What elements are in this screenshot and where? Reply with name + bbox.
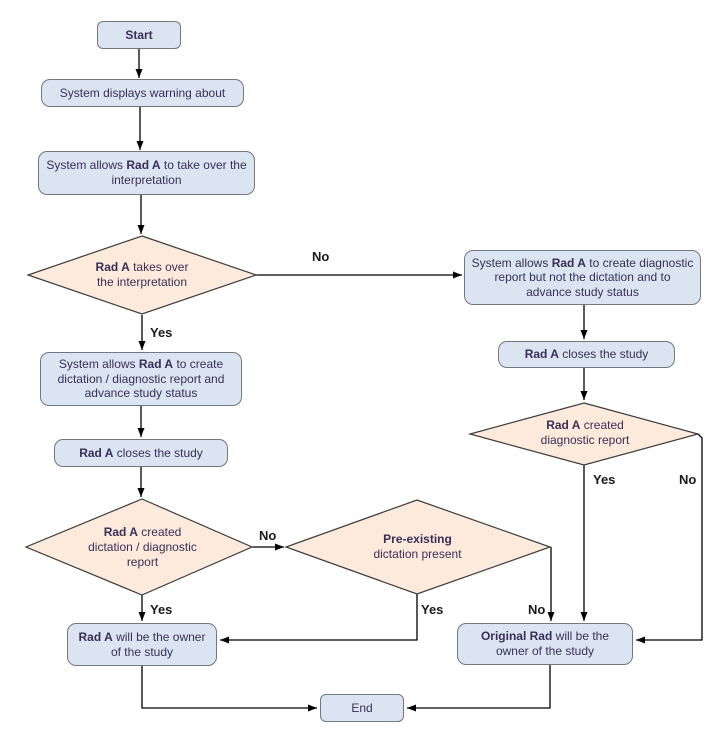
decision-rad-a-takes-over-text: Rad A takes over the interpretation [95, 260, 189, 289]
edge-rada-owner-to-end [141, 666, 317, 712]
node-warning-label: System displays warning about [59, 85, 226, 100]
edge-label-created-right-yes: Yes [593, 472, 616, 487]
node-rada-owner: Rad A will be the owner of the study [67, 623, 217, 666]
node-end: End [320, 694, 404, 722]
node-rada-owner-label: Rad A will be the owner of the study [78, 629, 206, 659]
edge-label-preexisting-no: No [528, 602, 546, 617]
edge-label-takeover-no: No [312, 249, 330, 264]
edge-label-takeover-yes: Yes [150, 325, 173, 340]
edge-label-created-right-no: No [679, 472, 697, 487]
node-original-owner-label: Original Rad will be the owner of the st… [480, 629, 610, 658]
node-create-report-only-label: System allows Rad A to create diagnostic… [471, 255, 694, 299]
edge-created-right-no-to-original-owner [636, 433, 703, 644]
edge-label-created-left-no: No [259, 528, 277, 543]
decision-created-report-shape [467, 402, 701, 466]
edge-original-owner-to-end [407, 665, 551, 712]
decision-created-dictation-text: Rad A created dictation / diagnostic rep… [88, 524, 197, 569]
edge-label-preexisting-yes: Yes [421, 602, 444, 617]
decision-preexisting-dictation-shape [284, 499, 552, 595]
node-create-dictation-report: System allows Rad A to create dictation … [40, 352, 242, 406]
node-original-owner: Original Rad will be the owner of the st… [457, 623, 633, 665]
node-close-left: Rad A closes the study [54, 439, 228, 467]
node-create-dictation-report-label: System allows Rad A to create dictation … [57, 357, 225, 401]
node-create-report-only: System allows Rad A to create diagnostic… [464, 250, 701, 305]
decision-created-report-text: Rad A created diagnostic report [540, 418, 630, 447]
node-start: Start [97, 21, 181, 49]
decision-created-dictation-shape [24, 498, 254, 596]
node-takeover-allow: System allows Rad A to take over the int… [38, 151, 255, 195]
node-close-left-label: Rad A closes the study [79, 445, 203, 460]
node-warning: System displays warning about [41, 79, 244, 107]
edge-preexisting-yes-to-rada-owner [220, 594, 418, 644]
node-start-label: Start [125, 27, 153, 42]
node-close-right: Rad A closes the study [498, 341, 675, 368]
decision-rad-a-takes-over-shape [26, 235, 258, 315]
edge-label-created-left-yes: Yes [150, 602, 173, 617]
node-takeover-allow-label: System allows Rad A to take over the int… [46, 158, 247, 187]
node-close-right-label: Rad A closes the study [524, 347, 649, 362]
node-end-label: End [351, 700, 373, 715]
